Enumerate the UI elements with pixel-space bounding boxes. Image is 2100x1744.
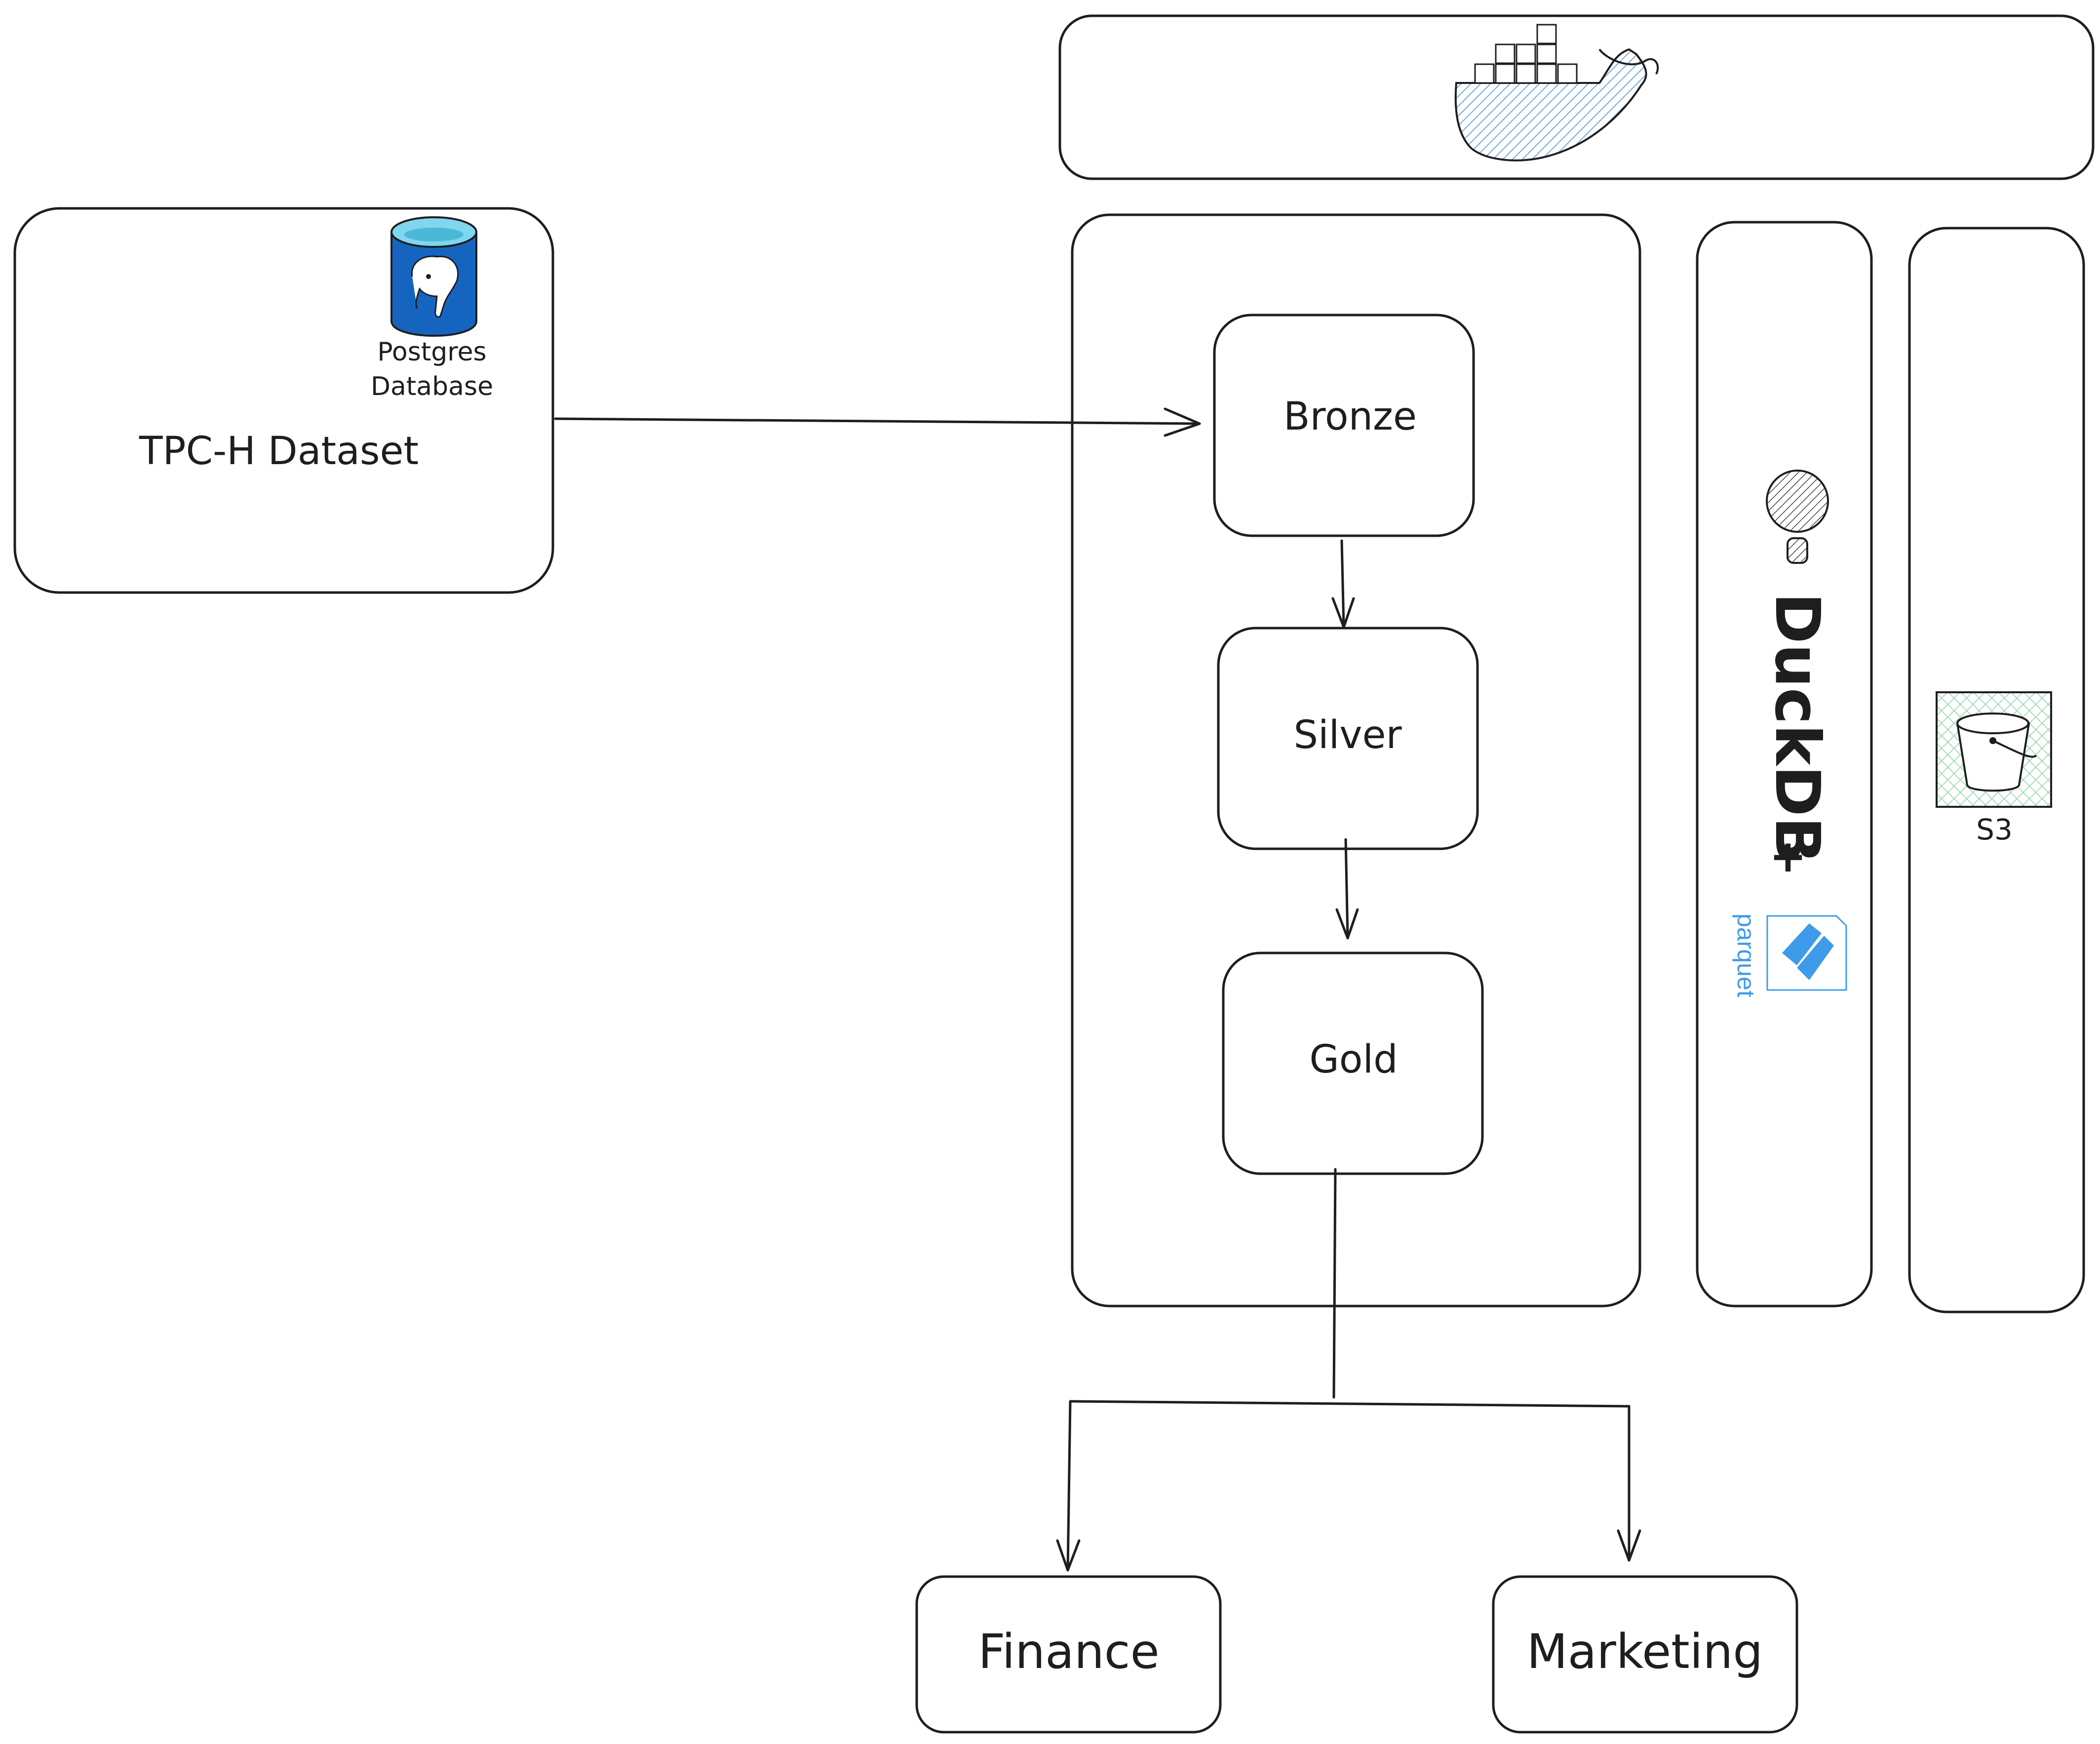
consumer-box-marketing[interactable] [1492,1575,1798,1734]
consumer-label-finance: Finance [978,1624,1159,1679]
postgres-caption-line1: Postgres [377,337,486,367]
layer-box-silver[interactable] [1217,627,1479,850]
layer-box-bronze[interactable] [1213,314,1475,537]
parquet-label: parquet [1732,913,1760,997]
postgres-caption-line2: Database [371,372,493,401]
engine-label: DuckDB [1761,593,1833,864]
consumer-label-marketing: Marketing [1527,1624,1763,1679]
s3-bucket-icon [1936,691,2052,808]
engine-plus: + [1769,831,1806,882]
duckdb-icon [1766,470,1829,564]
layer-label-bronze: Bronze [1283,395,1417,439]
source-title: TPC-H Dataset [139,429,419,474]
layer-label-gold: Gold [1309,1037,1398,1082]
edge-to-marketing [1617,1405,1641,1562]
layer-box-gold[interactable] [1222,951,1484,1175]
postgres-elephant-icon [390,216,477,337]
edge-bronze-to-silver [1331,539,1355,629]
consumer-box-finance[interactable] [915,1575,1222,1734]
docker-whale-icon [1454,24,1659,161]
edge-to-finance [1056,1400,1081,1572]
edge-silver-to-gold [1335,838,1359,940]
storage-label: S3 [1976,813,2013,846]
edge-gold-to-consumers [1069,1168,1631,1408]
layer-label-silver: Silver [1293,713,1402,757]
edge-source-to-bronze [554,407,1201,437]
parquet-icon [1766,915,1847,991]
